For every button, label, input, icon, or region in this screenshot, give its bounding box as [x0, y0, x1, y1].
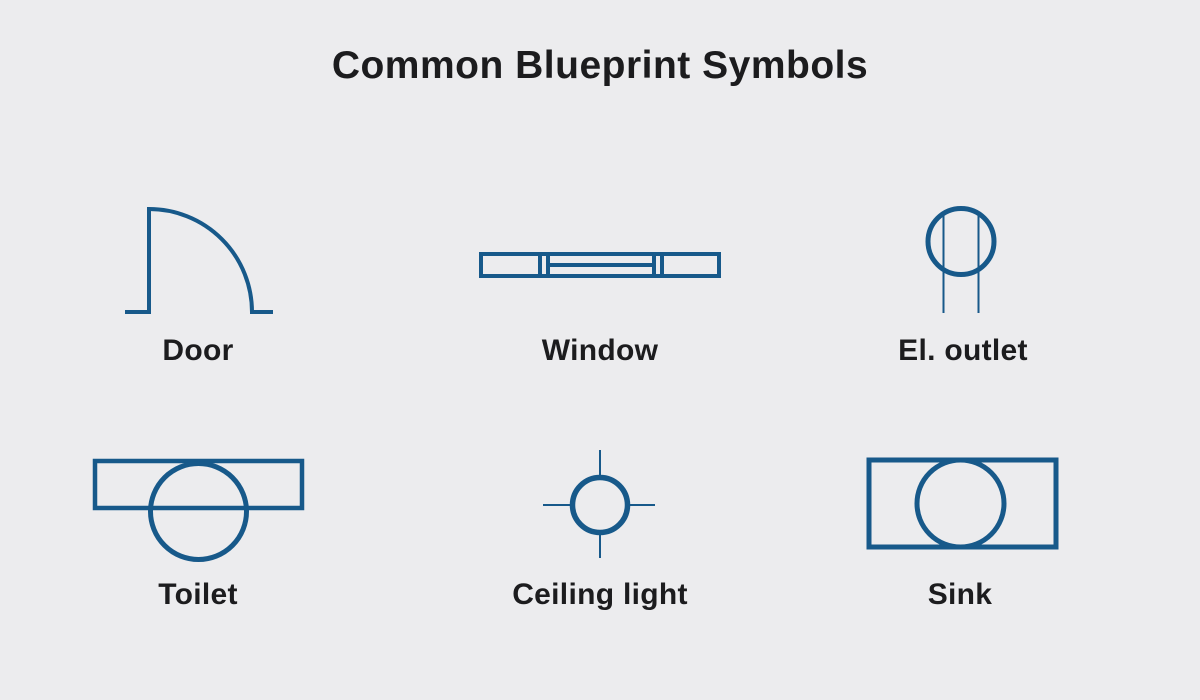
- page-title: Common Blueprint Symbols: [331, 44, 869, 87]
- ceiling-light-label: Ceiling light: [512, 578, 688, 611]
- el-outlet-label: El. outlet: [898, 334, 1028, 367]
- door-swing-icon: [125, 206, 273, 314]
- toilet-plan-icon: [92, 458, 305, 562]
- outlet-circle-icon: [925, 206, 997, 313]
- window-plan-icon: [479, 252, 721, 278]
- sink-label: Sink: [927, 578, 993, 611]
- ceiling-light-icon: [543, 450, 655, 558]
- door-label: Door: [162, 334, 234, 367]
- toilet-label: Toilet: [158, 578, 238, 611]
- sink-plan-icon: [866, 457, 1059, 550]
- window-label: Window: [541, 334, 659, 367]
